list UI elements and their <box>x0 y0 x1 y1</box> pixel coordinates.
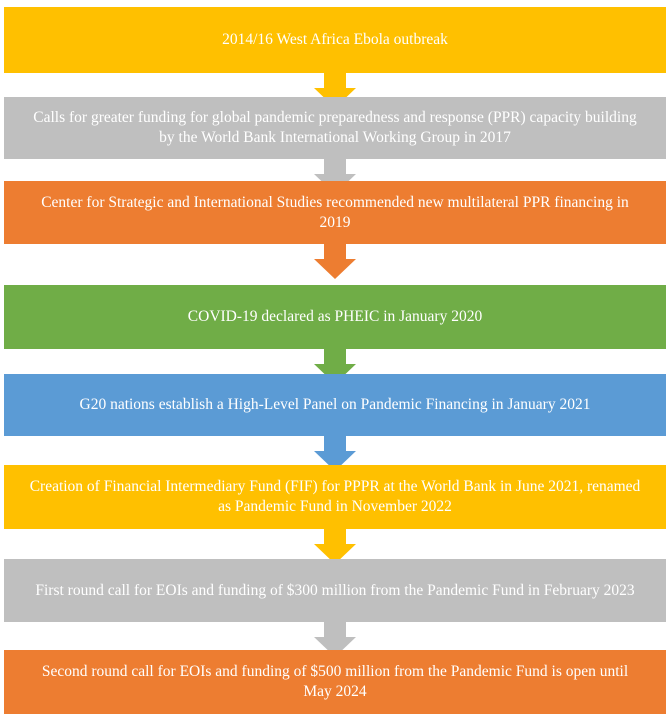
down-arrow-5 <box>314 435 356 471</box>
step-box-4: COVID-19 declared as PHEIC in January 20… <box>4 285 666 349</box>
down-arrow-2 <box>314 158 356 194</box>
step-box-5: G20 nations establish a High-Level Panel… <box>4 374 666 436</box>
down-arrow-7 <box>314 621 356 657</box>
step-text-4: COVID-19 declared as PHEIC in January 20… <box>187 308 483 325</box>
down-arrow-3 <box>314 243 356 279</box>
step-box-2: Calls for greater funding for global pan… <box>4 97 666 159</box>
step-text-1: 2014/16 West Africa Ebola outbreak <box>222 31 448 48</box>
down-arrow-1 <box>314 72 356 108</box>
step-box-6: Creation of Financial Intermediary Fund … <box>4 465 666 529</box>
step-text-3: Center for Strategic and International S… <box>41 193 629 231</box>
down-arrow-4 <box>314 348 356 384</box>
step-text-6: Creation of Financial Intermediary Fund … <box>29 478 641 515</box>
step-text-7: First round call for EOIs and funding of… <box>35 581 635 599</box>
step-box-8: Second round call for EOIs and funding o… <box>4 650 666 714</box>
down-arrow-6 <box>314 528 356 564</box>
step-box-7: First round call for EOIs and funding of… <box>4 559 666 622</box>
step-text-8: Second round call for EOIs and funding o… <box>41 663 629 700</box>
step-box-3: Center for Strategic and International S… <box>4 181 666 244</box>
step-text-5: G20 nations establish a High-Level Panel… <box>79 396 591 413</box>
step-box-1: 2014/16 West Africa Ebola outbreak <box>4 7 666 73</box>
step-text-2: Calls for greater funding for global pan… <box>33 109 637 146</box>
